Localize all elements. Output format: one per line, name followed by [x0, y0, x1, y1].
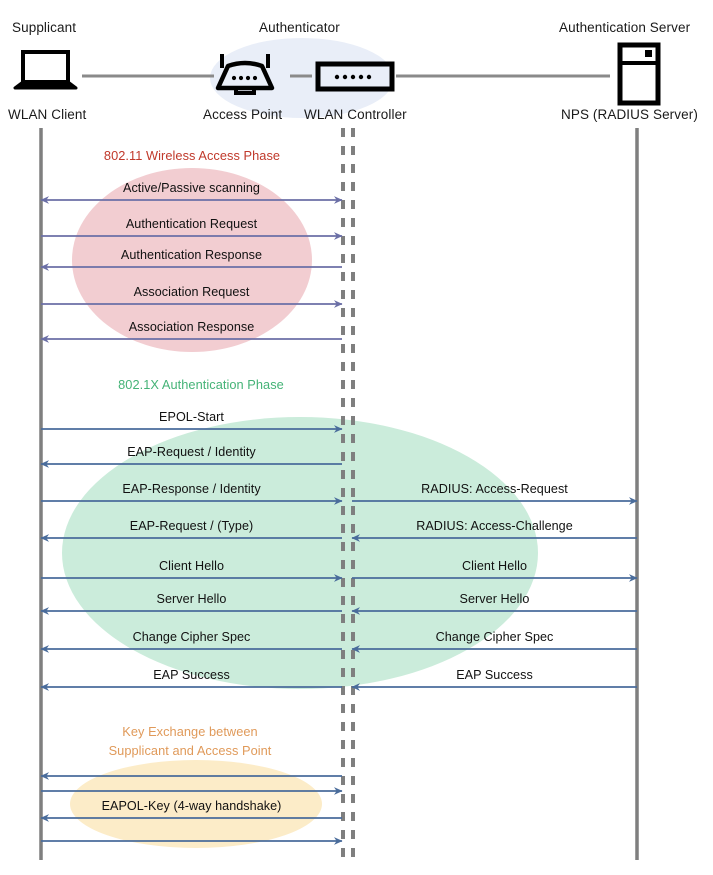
phase-80211-title: 802.11 Wireless Access Phase — [103, 148, 281, 163]
message-label: EPOL-Start — [159, 410, 224, 424]
role-label-authenticator: Authenticator — [259, 20, 340, 35]
node-label-wlan-client: WLAN Client — [8, 107, 87, 122]
message-label: Active/Passive scanning — [123, 181, 260, 195]
phase-8021x-title: 802.1X Authentication Phase — [118, 377, 284, 392]
message-label: EAP-Request / Identity — [127, 445, 256, 459]
message-label: Association Request — [133, 285, 250, 299]
phase-key-exchange-ellipse — [70, 760, 322, 848]
message-label: Authentication Request — [125, 217, 258, 231]
role-label-supplicant: Supplicant — [12, 20, 77, 35]
server-rack-icon — [617, 42, 661, 106]
phase-ellipses — [62, 168, 538, 848]
role-label-auth-server: Authentication Server — [559, 20, 691, 35]
message-arrows — [40, 196, 638, 845]
message-label: Client Hello — [462, 559, 527, 573]
message-label: Change Cipher Spec — [132, 630, 251, 644]
message-label: EAP Success — [456, 668, 533, 682]
message-label: RADIUS: Access-Challenge — [416, 519, 573, 533]
message-label: Association Response — [128, 320, 255, 334]
wlan-controller-icon — [315, 61, 395, 92]
message-label: Change Cipher Spec — [435, 630, 554, 644]
message-label: EAP-Request / (Type) — [129, 519, 254, 533]
message-label: EAP-Response / Identity — [122, 482, 261, 496]
node-label-nps: NPS (RADIUS Server) — [561, 107, 698, 122]
phase-80211-ellipse — [72, 168, 312, 352]
wireless-access-point-icon — [215, 54, 275, 95]
message-label: Server Hello — [459, 592, 530, 606]
message-label: Authentication Response — [120, 248, 263, 262]
laptop-icon — [13, 50, 78, 90]
authenticator-highlight — [210, 38, 394, 118]
node-label-access-point: Access Point — [203, 107, 283, 122]
message-label: EAPOL-Key (4-way handshake) — [101, 799, 282, 813]
node-label-wlan-controller: WLAN Controller — [304, 107, 407, 122]
message-label: RADIUS: Access-Request — [421, 482, 568, 496]
lifelines — [39, 128, 639, 860]
message-label: Server Hello — [156, 592, 227, 606]
message-label: Client Hello — [159, 559, 224, 573]
phase-8021x-ellipse — [62, 417, 538, 689]
message-label: EAP Success — [153, 668, 230, 682]
